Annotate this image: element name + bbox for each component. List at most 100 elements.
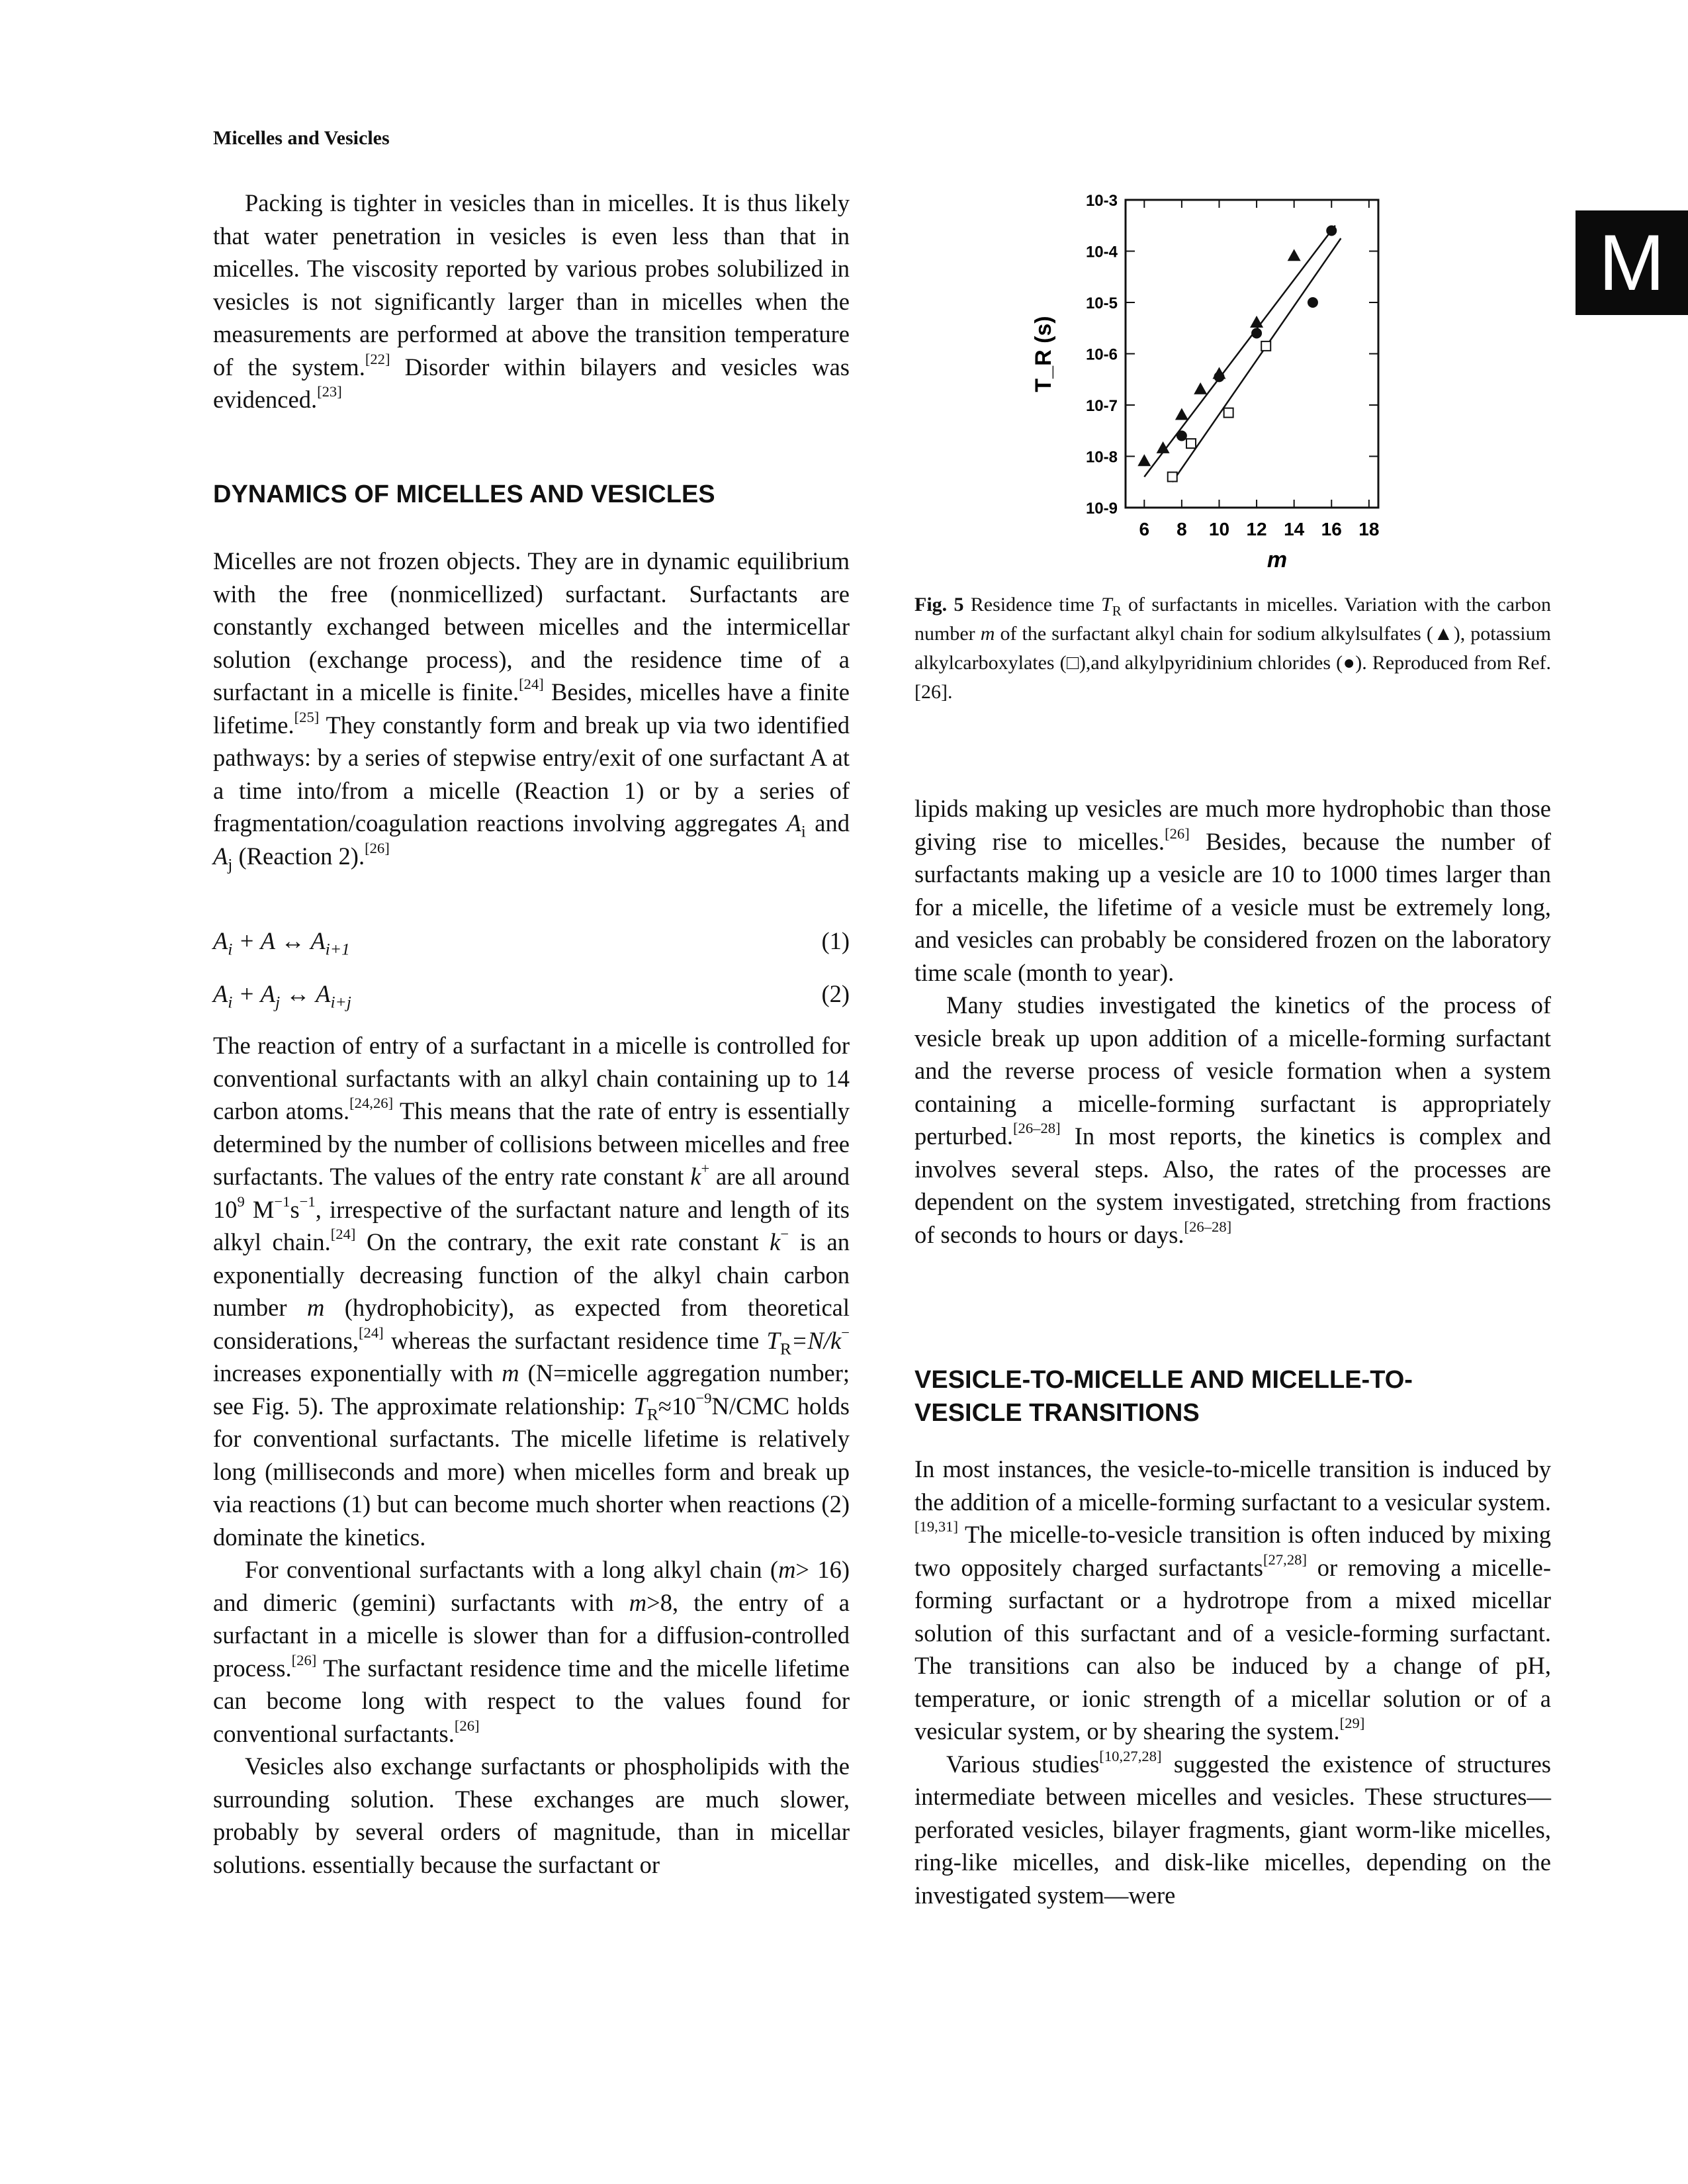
math: + A [232,980,275,1007]
x-axis-label: m [1267,547,1287,572]
math-symbol: k [770,1228,781,1255]
math-symbol: m [502,1359,519,1387]
text: This means that the rate of entry is ess… [213,1097,850,1190]
text: >8, the entry of a surfactant in a micel… [213,1588,850,1682]
math-symbol: m [629,1588,647,1616]
math-subscript: j [228,854,233,874]
math-subscript: i [228,939,233,959]
text: Various studies [946,1750,1100,1778]
section-tab-letter: M [1576,210,1688,315]
equation-number: (1) [821,927,850,954]
citation: [26–28] [1184,1218,1232,1235]
math-subscript: i+1 [325,939,350,959]
x-tick-label: 10 [1209,519,1229,539]
math-subscript: R [779,1338,791,1358]
math-superscript: + [701,1160,710,1177]
triangle-point [1156,441,1170,453]
text: of the surfactant alkyl chain for sodium… [995,623,1427,645]
math: =N/k [791,1326,842,1354]
text: ,and alkylpyridinium chlorides (●). Repr… [914,652,1551,703]
x-tick-label: 16 [1321,519,1342,539]
y-tick-label: 10-6 [1086,346,1118,364]
text: For conventional surfactants with a long… [245,1556,779,1583]
math-subscript: R [1112,603,1122,619]
citation: [24] [519,676,544,693]
fit-line [1143,224,1336,478]
text: > 16) and dimeric (gemini) surfactants w… [213,1556,850,1616]
text: Besides, because the number of surfactan… [914,827,1551,986]
math: A [213,980,228,1007]
math-subscript: i+j [330,992,351,1012]
triangle-point [1175,408,1188,420]
citation: [10,27,28] [1099,1747,1162,1764]
text: Packing is tighter in vesicles than in m… [213,189,850,381]
left-paragraph-1: Packing is tighter in vesicles than in m… [213,187,850,416]
math: + A ↔ A [232,927,326,954]
square-point [1186,438,1197,449]
text: lipids making up vesicles are much more … [914,795,1551,855]
math-subscript: j [275,992,281,1012]
math: ↔ A [280,980,331,1007]
citation: [26] [454,1717,480,1734]
math-symbol: T [633,1392,647,1420]
text: M [244,1195,275,1223]
x-tick-label: 8 [1177,519,1187,539]
math-subscript: R [646,1404,658,1424]
x-tick-label: 6 [1139,519,1150,539]
circle-point [1326,225,1337,236]
math-subscript: i [228,992,233,1012]
text: On the contrary, the exit rate constant [355,1228,770,1255]
y-tick-label: 10-8 [1086,449,1118,467]
text: Disorder within bilayers and vesicles wa… [213,353,850,414]
text: They constantly form and break up via tw… [213,711,850,837]
equation-1: Ai + A ↔ Ai+1 (1) [213,927,850,960]
citation: [22] [365,350,390,367]
figure-5-caption: Fig. 5 Residence time TR of surfactants … [914,590,1551,707]
citation: [19,31] [914,1518,958,1535]
right-paragraphs-1: lipids making up vesicles are much more … [914,792,1551,1251]
y-tick-label: 10-9 [1086,500,1118,518]
square-point [1223,407,1234,418]
fit-lines [1143,224,1342,482]
circle-point [1176,430,1187,441]
citation: [26] [365,839,390,856]
x-tick-label: 12 [1246,519,1266,539]
text: Residence time [963,594,1102,615]
y-tick-label: 10-5 [1086,295,1118,312]
circle-point [1214,371,1225,383]
running-head: Micelles and Vesicles [213,127,390,149]
y-tick-label: 10-7 [1086,397,1118,415]
text: Micelles are not frozen objects. They ar… [213,547,850,705]
citation: [25] [294,708,320,725]
text: The surfactant residence time and the mi… [213,1654,850,1747]
text: Many studies investigated the kinetics o… [914,991,1551,1150]
equation-expression: Ai + A ↔ Ai+1 [213,927,350,959]
text: In most instances, the vesicle-to-micell… [914,1455,1551,1516]
text: The micelle-to-vesicle transition is oft… [914,1521,1551,1581]
square-point [1261,340,1272,351]
text: , potassium alkylcarboxylates [914,623,1551,674]
text: are all around 10 [213,1163,850,1223]
math-symbol: T [766,1326,780,1354]
math-symbol: A [213,842,228,870]
text: of surfactants in micelles. Variation wi… [914,594,1551,645]
text: s [290,1195,300,1223]
citation: [24,26] [349,1095,394,1112]
legend-square-marker: (□) [1059,652,1086,674]
math-superscript: −1 [299,1193,316,1210]
equation-number: (2) [821,980,850,1007]
x-tick-label: 14 [1284,519,1305,539]
caption-label: Fig. 5 [914,594,964,615]
y-axis-label: T_R (s) [1031,316,1056,392]
x-tick-label: 18 [1358,519,1379,539]
citation: [26–28] [1012,1120,1061,1137]
math-superscript: − [841,1324,850,1341]
left-paragraph-2: Micelles are not frozen objects. They ar… [213,545,850,872]
data-points [1137,225,1337,482]
math-superscript: −1 [274,1193,290,1210]
math-superscript: −9 [695,1389,712,1406]
circle-point [1251,328,1263,339]
text: and [805,809,850,837]
